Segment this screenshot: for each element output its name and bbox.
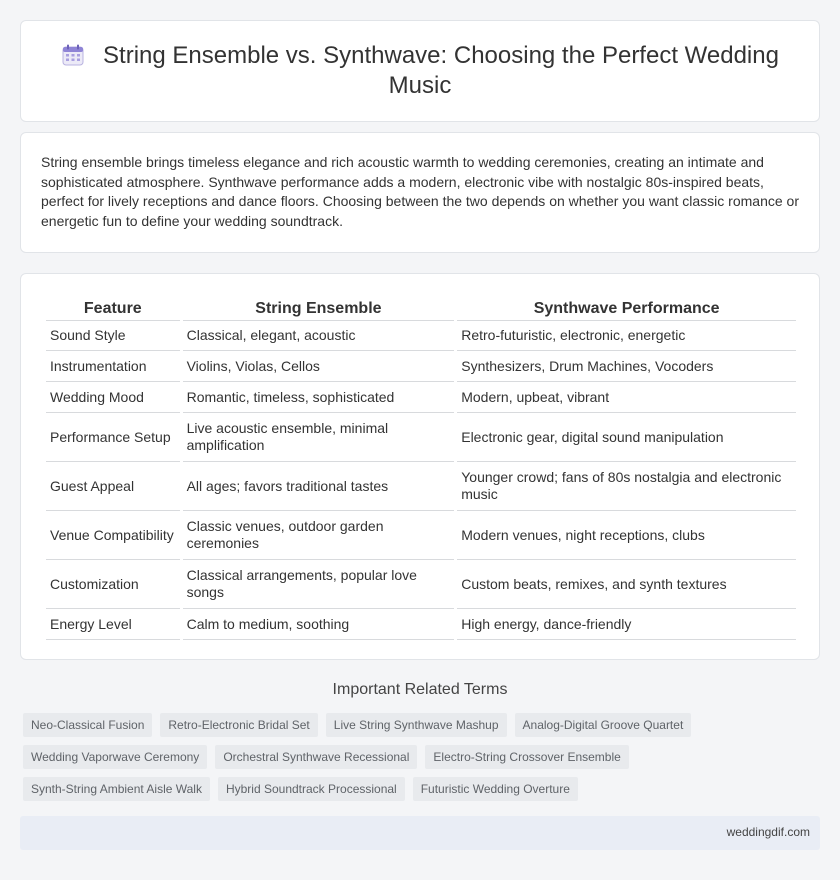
related-term-tag[interactable]: Futuristic Wedding Overture (412, 777, 578, 801)
table-header-row: Feature String Ensemble Synthwave Perfor… (46, 294, 796, 320)
table-cell: Electronic gear, digital sound manipulat… (457, 413, 796, 462)
related-term-tag[interactable]: Electro-String Crossover Ensemble (425, 745, 629, 769)
related-term-tag[interactable]: Orchestral Synthwave Recessional (215, 745, 418, 769)
related-term-tag[interactable]: Wedding Vaporwave Ceremony (23, 745, 208, 769)
table-cell: Sound Style (46, 320, 180, 351)
table-row: Sound Style Classical, elegant, acoustic… (46, 320, 796, 351)
table-cell: All ages; favors traditional tastes (182, 462, 455, 511)
table-cell: Live acoustic ensemble, minimal amplific… (182, 413, 455, 462)
table-cell: Wedding Mood (46, 382, 180, 413)
table-cell: Modern, upbeat, vibrant (457, 382, 796, 413)
page-title-text: String Ensemble vs. Synthwave: Choosing … (103, 42, 779, 99)
table-cell: Classical, elegant, acoustic (182, 320, 455, 351)
table-cell: Customization (46, 560, 180, 609)
table-row: Customization Classical arrangements, po… (46, 560, 796, 609)
header-feature: Feature (83, 300, 142, 317)
table-row: Energy Level Calm to medium, soothing Hi… (46, 609, 796, 640)
calendar-icon (62, 44, 84, 66)
table-cell: Performance Setup (46, 413, 180, 462)
table-cell: Modern venues, night receptions, clubs (457, 511, 796, 560)
title-wrap: String Ensemble vs. Synthwave: Choosing … (61, 21, 779, 121)
table-row: Wedding Mood Romantic, timeless, sophist… (46, 382, 796, 413)
table-cell: Violins, Violas, Cellos (182, 351, 455, 382)
comparison-card: Feature String Ensemble Synthwave Perfor… (20, 273, 820, 660)
related-term-tag[interactable]: Retro-Electronic Bridal Set (160, 713, 318, 737)
related-term-tag[interactable]: Synth-String Ambient Aisle Walk (23, 777, 210, 801)
table-cell: Instrumentation (46, 351, 180, 382)
title-card: String Ensemble vs. Synthwave: Choosing … (20, 20, 820, 122)
table-cell: Classic venues, outdoor garden ceremonie… (182, 511, 455, 560)
table-cell: Retro-futuristic, electronic, energetic (457, 320, 796, 351)
header-string-ensemble: String Ensemble (255, 300, 382, 317)
intro-paragraph: String ensemble brings timeless elegance… (41, 154, 799, 229)
related-term-tag[interactable]: Neo-Classical Fusion (23, 713, 153, 737)
page-title: String Ensemble vs. Synthwave: Choosing … (61, 41, 779, 101)
table-cell: Younger crowd; fans of 80s nostalgia and… (457, 462, 796, 511)
table-row: Performance Setup Live acoustic ensemble… (46, 413, 796, 462)
intro-card: String ensemble brings timeless elegance… (20, 132, 820, 253)
related-term-tag[interactable]: Analog-Digital Groove Quartet (514, 713, 692, 737)
related-term-tag[interactable]: Live String Synthwave Mashup (325, 713, 507, 737)
table-cell: Romantic, timeless, sophisticated (182, 382, 455, 413)
table-cell: Venue Compatibility (46, 511, 180, 560)
table-cell: Synthesizers, Drum Machines, Vocoders (457, 351, 796, 382)
footer: weddingdif.com (20, 816, 820, 850)
table-cell: High energy, dance-friendly (457, 609, 796, 640)
table-row: Instrumentation Violins, Violas, Cellos … (46, 351, 796, 382)
table-cell: Guest Appeal (46, 462, 180, 511)
table-cell: Energy Level (46, 609, 180, 640)
table-row: Venue Compatibility Classic venues, outd… (46, 511, 796, 560)
comparison-table: Feature String Ensemble Synthwave Perfor… (43, 294, 799, 640)
table-cell: Classical arrangements, popular love son… (182, 560, 455, 609)
related-terms-heading: Important Related Terms (332, 681, 508, 698)
related-terms-list: Neo-Classical Fusion Retro-Electronic Br… (23, 713, 823, 809)
table-cell: Custom beats, remixes, and synth texture… (457, 560, 796, 609)
header-synthwave: Synthwave Performance (533, 300, 720, 317)
table-cell: Calm to medium, soothing (182, 609, 455, 640)
footer-site-link[interactable]: weddingdif.com (726, 825, 810, 839)
related-term-tag[interactable]: Hybrid Soundtrack Processional (217, 777, 405, 801)
table-row: Guest Appeal All ages; favors traditiona… (46, 462, 796, 511)
